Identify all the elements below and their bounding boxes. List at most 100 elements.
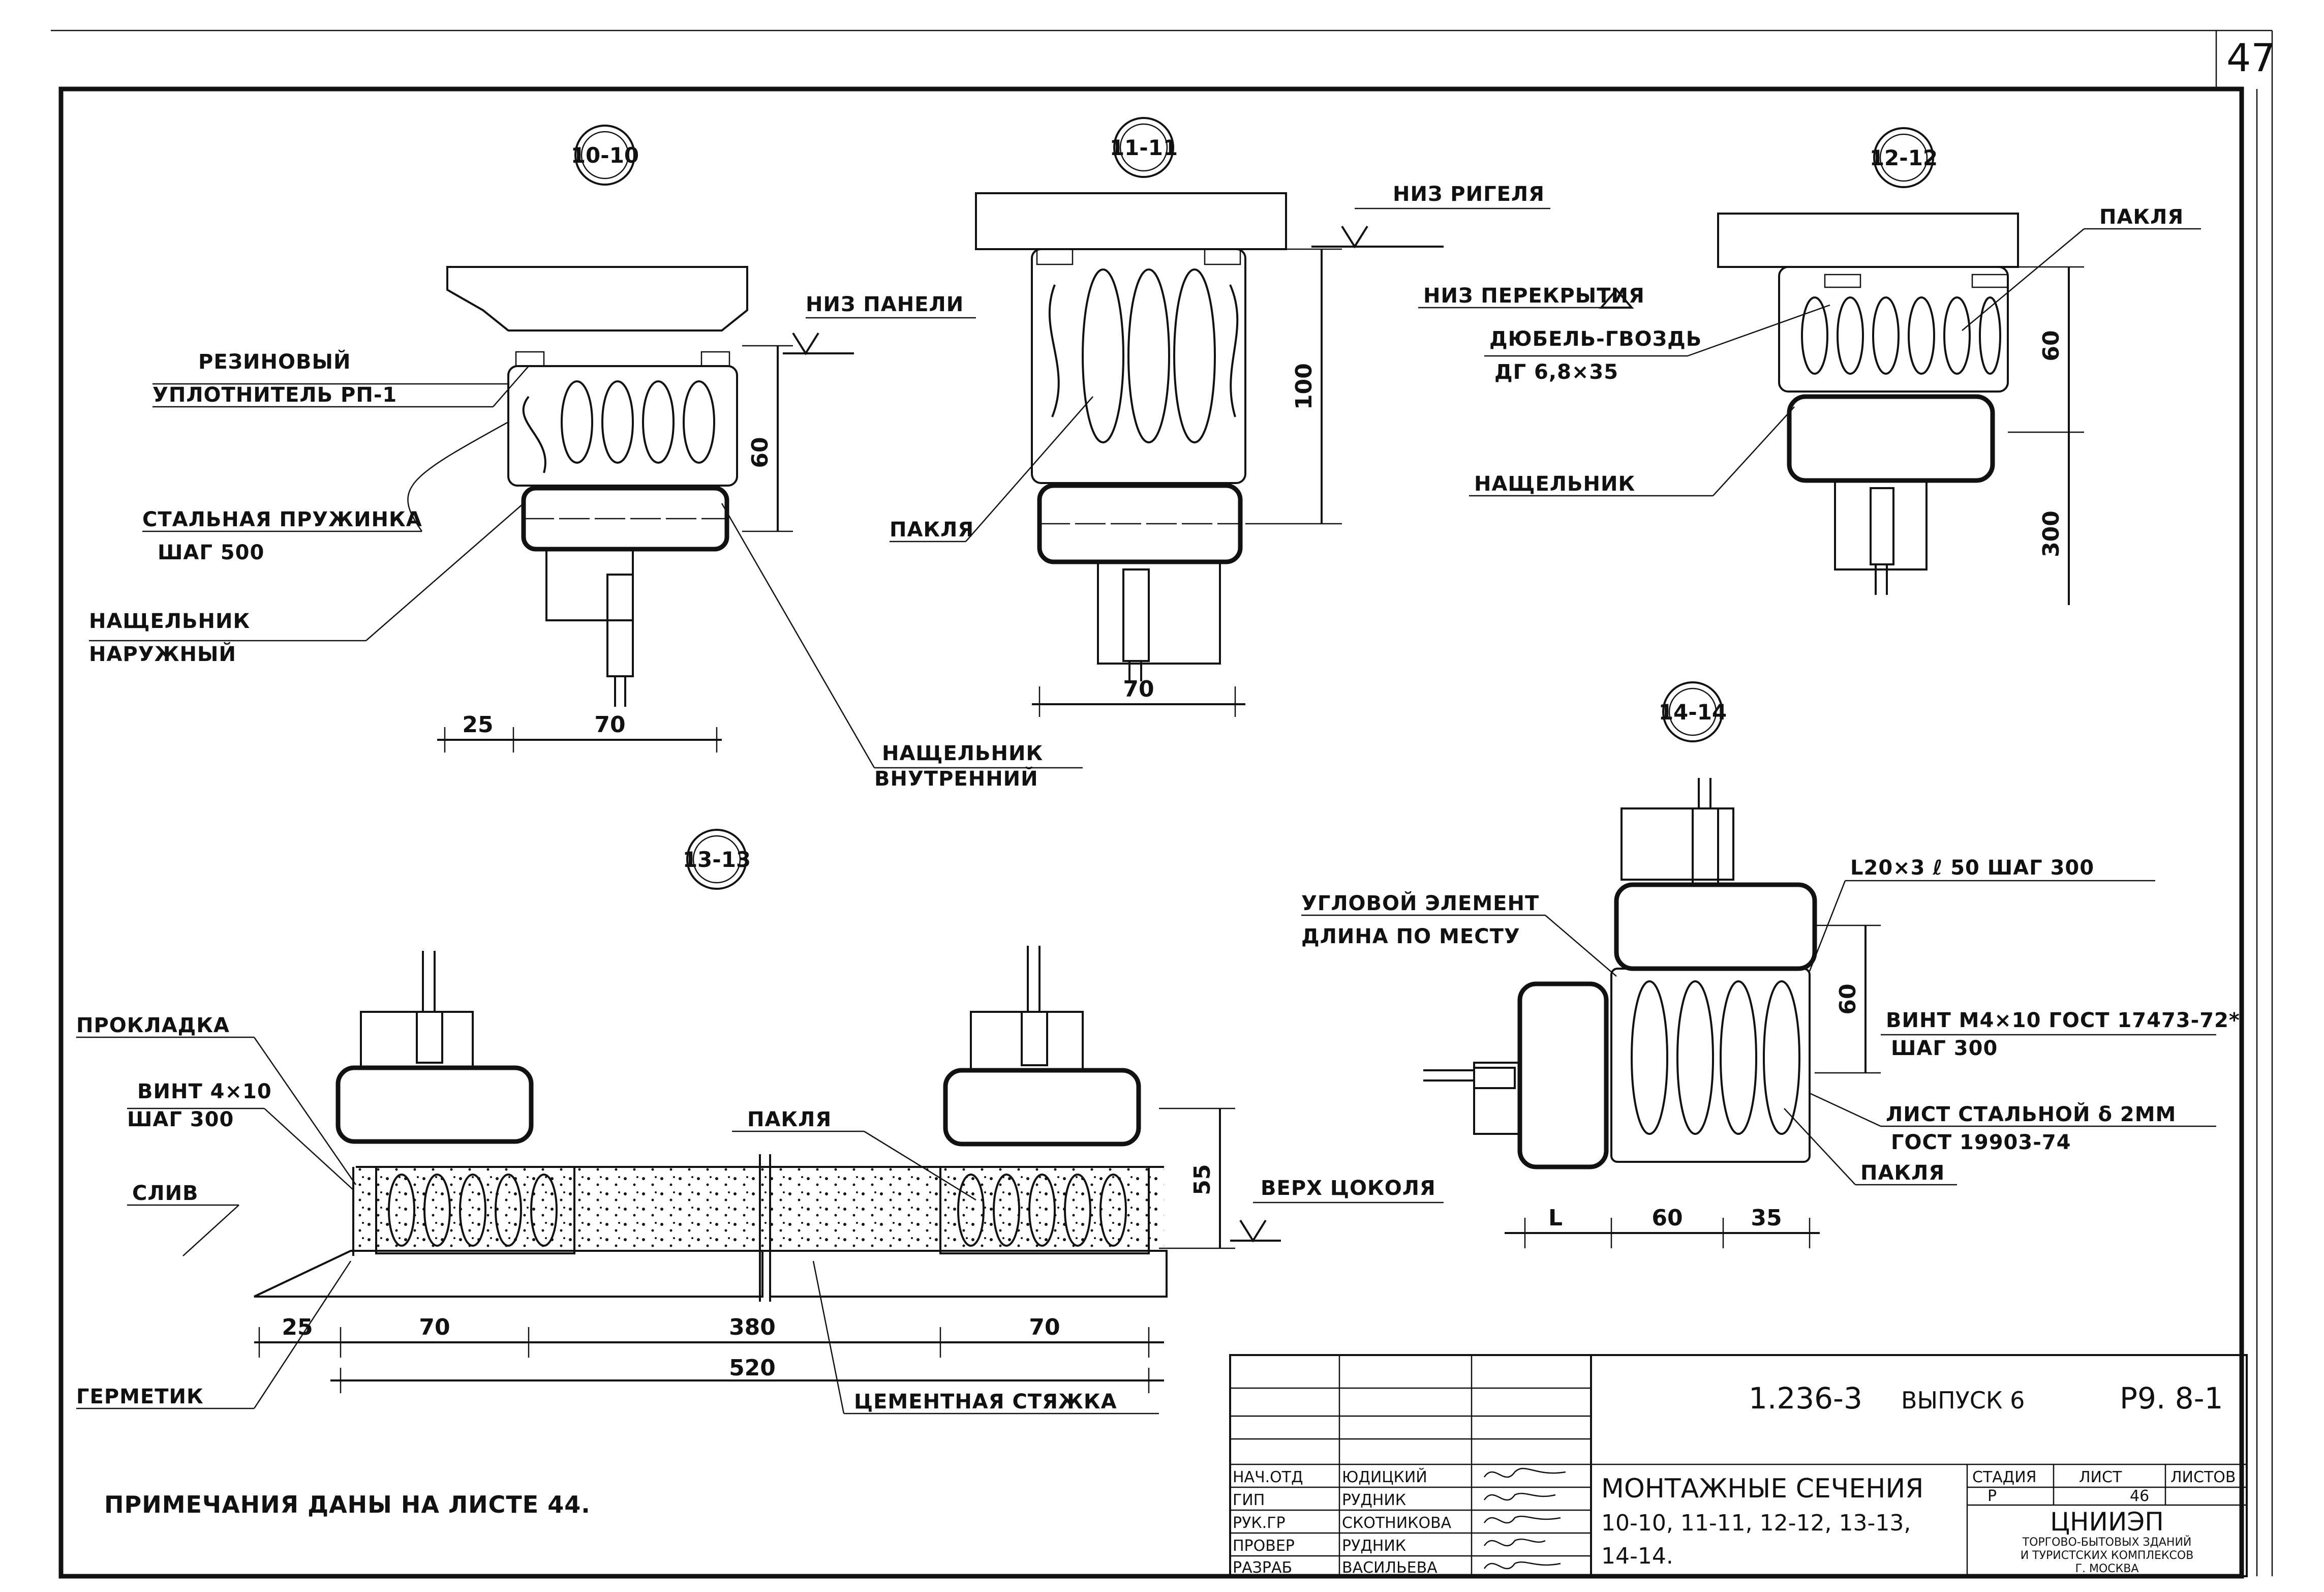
section-marker-label: 13-13	[683, 847, 751, 872]
org-name: ЦНИИЭП	[2050, 1507, 2164, 1537]
dim-25: 25	[462, 712, 493, 738]
name-gip: РУДНИК	[1342, 1491, 1406, 1509]
drawing-title: МОНТАЖНЫЕ СЕЧЕНИЯ	[1601, 1474, 1923, 1504]
name-nach-otd: ЮДИЦКИЙ	[1342, 1468, 1427, 1486]
rubber-seal	[515, 351, 545, 367]
label-corner-element: УГЛОВОЙ ЭЛЕМЕНТ	[1301, 891, 1539, 915]
label-screw: ВИНТ М4×10 ГОСТ 17473-72*	[1886, 1009, 2240, 1032]
label-inner-batten-2: ВНУТРЕННИЙ	[874, 766, 1038, 791]
label-rubber-seal: РЕЗИНОВЫЙ	[198, 349, 351, 374]
dim-L: L	[1548, 1205, 1563, 1231]
tow-filling	[1801, 296, 2001, 375]
label-screw-2: ШАГ 300	[127, 1108, 234, 1131]
role-gip: ГИП	[1233, 1491, 1265, 1509]
label-paklya: ПАКЛЯ	[1860, 1161, 1945, 1185]
tow-filling	[388, 1174, 558, 1247]
name-razrab: ВАСИЛЬЕВА	[1342, 1559, 1438, 1577]
section-13-13: ПРОКЛАДКА ВИНТ 4×10 ШАГ 300 СЛИВ ПАКЛЯ В…	[76, 946, 1444, 1415]
label-niz-paneli: НИЗ ПАНЕЛИ	[806, 293, 964, 316]
label-drain: СЛИВ	[132, 1182, 199, 1205]
sheet-frame: 47	[51, 29, 2276, 1579]
label-outer-batten-2: НАРУЖНЫЙ	[89, 642, 236, 666]
rubber-seal	[700, 351, 730, 367]
rubber-seal	[1824, 274, 1861, 288]
label-dowel: ДЮБЕЛЬ-ГВОЗДЬ	[1489, 327, 1702, 351]
label-germetik: ГЕРМЕТИК	[76, 1385, 204, 1408]
dim-70b: 70	[1029, 1314, 1060, 1340]
note-text: ПРИМЕЧАНИЯ ДАНЫ НА ЛИСТЕ 44.	[104, 1491, 591, 1518]
section-marker-label: 10-10	[571, 143, 639, 168]
label-steel-sheet-2: ГОСТ 19903-74	[1891, 1131, 2071, 1154]
stage-value: Р	[1987, 1487, 1997, 1505]
dim-520: 520	[729, 1355, 776, 1381]
doc-issue: ВЫПУСК 6	[1901, 1387, 2025, 1414]
drawing-title-2: 10-10, 11-11, 12-12, 13-13,	[1601, 1510, 1911, 1536]
label-nashchelnik: НАЩЕЛЬНИК	[1474, 472, 1635, 496]
concrete-panel	[446, 266, 748, 332]
label-corner-element-2: ДЛИНА ПО МЕСТУ	[1301, 925, 1520, 948]
drawing-title-3: 14-14.	[1601, 1543, 1673, 1569]
page-number: 47	[2226, 35, 2276, 80]
label-screw-2: ШАГ 300	[1891, 1037, 1998, 1060]
label-cement-screed: ЦЕМЕНТНАЯ СТЯЖКА	[854, 1390, 1117, 1414]
sheets-header: ЛИСТОВ	[2170, 1468, 2236, 1486]
sheet-value: 46	[2130, 1487, 2149, 1505]
dim-height-60: 60	[747, 437, 773, 468]
dim-70a: 70	[419, 1314, 450, 1340]
role-ruk-gr: РУК.ГР	[1233, 1514, 1286, 1532]
label-rubber-seal-2: УПЛОТНИТЕЛЬ РП-1	[152, 383, 397, 407]
section-marker-label: 11-11	[1110, 135, 1178, 160]
section-marker-11-11: 11-11	[1110, 117, 1178, 178]
role-razrab: РАЗРАБ	[1233, 1559, 1292, 1577]
dim-70: 70	[1123, 676, 1154, 702]
label-dowel-2: ДГ 6,8×35	[1494, 361, 1618, 384]
dim-380: 380	[729, 1314, 776, 1340]
title-block: НАЧ.ОТД ЮДИЦКИЙ ГИП РУДНИК РУК.ГР СКОТНИ…	[1229, 1354, 2248, 1577]
stage-header: СТАДИЯ	[1972, 1468, 2037, 1486]
section-11-11: НИЗ РИГЕЛЯ 100 70 ПАКЛЯ	[890, 183, 1550, 717]
sheet-header: ЛИСТ	[2079, 1468, 2122, 1486]
dim-height-60: 60	[2038, 330, 2064, 361]
label-paklya: ПАКЛЯ	[747, 1108, 832, 1131]
section-marker-13-13: 13-13	[683, 829, 751, 890]
label-niz-perekrytiya: НИЗ ПЕРЕКРЫТИЯ	[1423, 284, 1645, 308]
doc-code: 1.236-3	[1749, 1381, 1862, 1416]
section-marker-label: 12-12	[1870, 145, 1938, 170]
dim-height-100: 100	[1291, 363, 1317, 410]
label-outer-batten: НАЩЕЛЬНИК	[89, 610, 250, 633]
signature-marks	[1483, 1467, 1566, 1570]
org-city: Г. МОСКВА	[2075, 1563, 2139, 1575]
label-niz-rigelya: НИЗ РИГЕЛЯ	[1393, 183, 1545, 206]
section-10-10: НИЗ ПАНЕЛИ 60 25 70 РЕЗИНОВЫЙ УПЛОТНИТЕЛ…	[89, 266, 1083, 791]
tow-filling	[957, 1174, 1127, 1247]
rubber-seal	[1204, 248, 1241, 265]
role-prover: ПРОВЕР	[1233, 1537, 1295, 1555]
dim-300: 300	[2038, 510, 2064, 557]
org-name-3: И ТУРИСТСКИХ КОМПЛЕКСОВ	[2021, 1549, 2194, 1562]
label-paklya: ПАКЛЯ	[2099, 205, 2184, 229]
role-nach-otd: НАЧ.ОТД	[1233, 1468, 1303, 1486]
dim-height-60: 60	[1835, 983, 1861, 1014]
rubber-seal	[1971, 274, 2009, 288]
section-14-14: L20×3 ℓ 50 ШАГ 300 УГЛОВОЙ ЭЛЕМЕНТ ДЛИНА…	[1301, 778, 2240, 1248]
dim-70: 70	[594, 712, 625, 738]
floor-slab	[1717, 213, 2019, 268]
dim-60: 60	[1652, 1205, 1683, 1231]
section-marker-12-12: 12-12	[1870, 127, 1938, 188]
label-angle: L20×3 ℓ 50 ШАГ 300	[1850, 856, 2094, 880]
section-12-12: НИЗ ПЕРЕКРЫТИЯ ДЮБЕЛЬ-ГВОЗДЬ ДГ 6,8×35 П…	[1418, 205, 2201, 605]
section-marker-10-10: 10-10	[571, 125, 639, 186]
label-paklya: ПАКЛЯ	[890, 518, 974, 542]
rubber-seal	[1036, 248, 1074, 265]
section-marker-14-14: 14-14	[1659, 681, 1727, 742]
crossbar-slab	[975, 192, 1287, 250]
label-steel-sheet: ЛИСТ СТАЛЬНОЙ δ 2ММ	[1886, 1102, 2176, 1126]
label-screw: ВИНТ 4×10	[137, 1080, 272, 1103]
name-ruk-gr: СКОТНИКОВА	[1342, 1514, 1452, 1532]
tow-filling	[1048, 268, 1239, 443]
label-steel-spring: СТАЛЬНАЯ ПРУЖИНКА	[142, 508, 422, 531]
cement-screed-dotted	[254, 1250, 763, 1298]
sheet-code: Р9. 8-1	[2120, 1381, 2223, 1416]
cement-screed-hatched	[769, 1250, 1168, 1298]
